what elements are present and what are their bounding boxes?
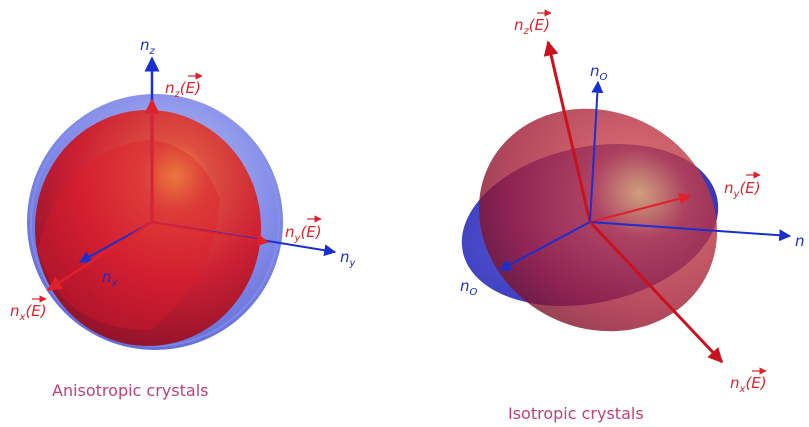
caption-anisotropic: Anisotropic crystals	[52, 381, 208, 400]
label-no-top: nO	[590, 62, 608, 83]
nyE-axis-right	[589, 192, 692, 223]
nxE-axis-right	[588, 220, 724, 364]
label-no-left: nO	[460, 277, 478, 298]
ny-axis-right	[589, 221, 792, 242]
label-cut-right: n	[795, 232, 805, 250]
label-nyE-right: ny(E)	[724, 179, 761, 200]
nyE-axis	[151, 221, 270, 247]
label-nz: nz	[140, 36, 156, 57]
label-nxE: nx(E)	[10, 302, 47, 323]
no-axis-top	[589, 80, 604, 223]
label-nzE: nz(E)	[165, 79, 201, 100]
label-nyE: ny(E)	[285, 223, 322, 244]
label-nx: nx	[102, 268, 118, 289]
anisotropic-diagram: nz nz(E) ny(E) ny nx nx(E) Anisotropic c…	[10, 36, 357, 400]
no-axis-left	[498, 221, 591, 271]
label-ny: ny	[340, 248, 357, 269]
caption-isotropic: Isotropic crystals	[508, 404, 644, 423]
nxE-axis	[46, 220, 153, 292]
nzE-axis-right	[543, 40, 592, 223]
label-nxE-right: nx(E)	[730, 374, 767, 395]
inner-red-sphere	[35, 110, 261, 346]
label-nzE-right: nz(E)	[514, 16, 550, 37]
isotropic-diagram: nz(E) nO ny(E) n nO nx(E) Isotropic crys…	[460, 9, 805, 423]
